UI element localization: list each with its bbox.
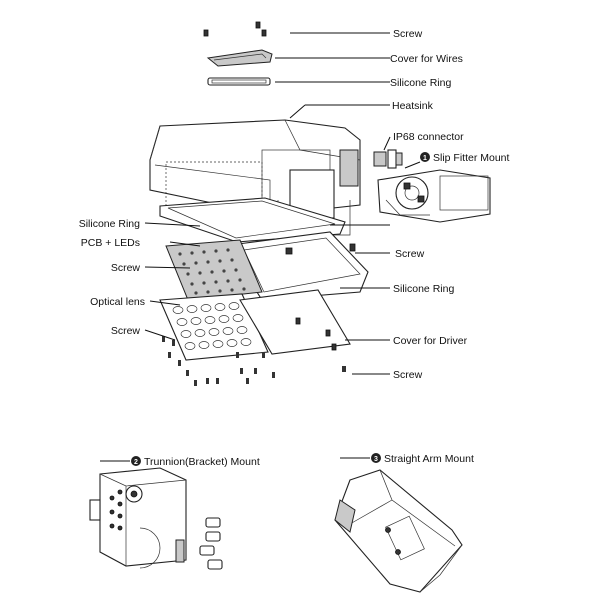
loose-screws (162, 336, 346, 386)
label-cover-for-wires: Cover for Wires (390, 53, 463, 65)
cover-for-wires-part (206, 49, 273, 67)
top-screws (203, 21, 267, 37)
label-silicone-ring-left: Silicone Ring (79, 218, 140, 230)
straight-arm-mount-part (334, 469, 463, 593)
label-screw-right-1: Screw (395, 248, 425, 260)
ip68-connector-part (373, 149, 403, 169)
label-ip68-connector: IP68 connector (393, 131, 464, 143)
label-trunnion-mount: Trunnion(Bracket) Mount (144, 456, 260, 468)
badge-slip-fitter: 1 (420, 152, 430, 162)
badge-straight-arm: 3 (371, 453, 381, 463)
label-cover-for-driver: Cover for Driver (393, 335, 468, 347)
label-silicone-ring-right: Silicone Ring (393, 283, 454, 295)
badge-slip-fitter-number: 1 (423, 155, 427, 162)
label-slip-fitter-mount: Slip Fitter Mount (433, 152, 510, 164)
silicone-ring-top-part (207, 77, 271, 86)
label-screw-left-1: Screw (111, 262, 141, 274)
badge-trunnion-number: 2 (134, 459, 138, 466)
label-screw-right-2: Screw (393, 369, 423, 381)
label-screw-top: Screw (393, 28, 423, 40)
optical-lens-part (159, 293, 269, 361)
cover-for-driver-part (239, 289, 351, 355)
trunnion-mount-part (89, 467, 187, 569)
trunnion-bolts (199, 517, 223, 570)
label-screw-left-2: Screw (111, 325, 141, 337)
pcb-leds-part (165, 239, 263, 301)
badge-straight-arm-number: 3 (374, 456, 378, 463)
label-straight-arm-mount: Straight Arm Mount (384, 453, 474, 465)
slip-fitter-mount-part (377, 169, 491, 223)
leader-lines (100, 32, 421, 462)
label-heatsink: Heatsink (392, 100, 434, 112)
silicone-ring-left-part (159, 197, 346, 243)
label-optical-lens: Optical lens (90, 296, 145, 308)
badge-trunnion: 2 (131, 456, 141, 466)
label-silicone-ring-top: Silicone Ring (390, 77, 451, 89)
label-pcb-leds: PCB + LEDs (81, 237, 140, 249)
